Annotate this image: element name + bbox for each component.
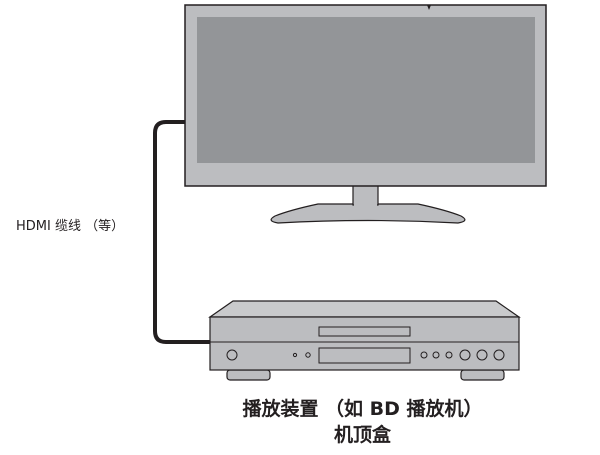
player-foot-right — [460, 369, 505, 381]
control-button-icon — [420, 351, 428, 359]
hdmi-cable-label: HDMI 缆线 （等） — [16, 219, 125, 234]
disc-tray-slot — [318, 326, 411, 337]
player-foot-left — [226, 369, 271, 381]
player — [208, 300, 521, 371]
control-button-icon — [459, 349, 471, 361]
indicator-led-icon — [305, 352, 311, 358]
tv-stand-neck — [352, 184, 379, 206]
tv-screen — [197, 17, 535, 163]
control-button-icon — [432, 351, 440, 359]
indicator-led-icon — [292, 352, 298, 358]
control-button-icon — [476, 349, 488, 361]
tv — [184, 4, 547, 187]
power-button-icon — [226, 349, 238, 361]
display-window — [318, 347, 411, 364]
control-button-icon — [445, 351, 453, 359]
tv-indicator-icon — [427, 5, 431, 10]
hdmi-cable — [153, 120, 210, 344]
playback-device-label: 播放装置 （如 BD 播放机） — [242, 398, 483, 420]
control-button-icon — [493, 349, 505, 361]
set-top-box-label: 机顶盒 — [333, 424, 391, 446]
player-top — [208, 300, 521, 318]
tv-stand-base — [270, 203, 466, 224]
